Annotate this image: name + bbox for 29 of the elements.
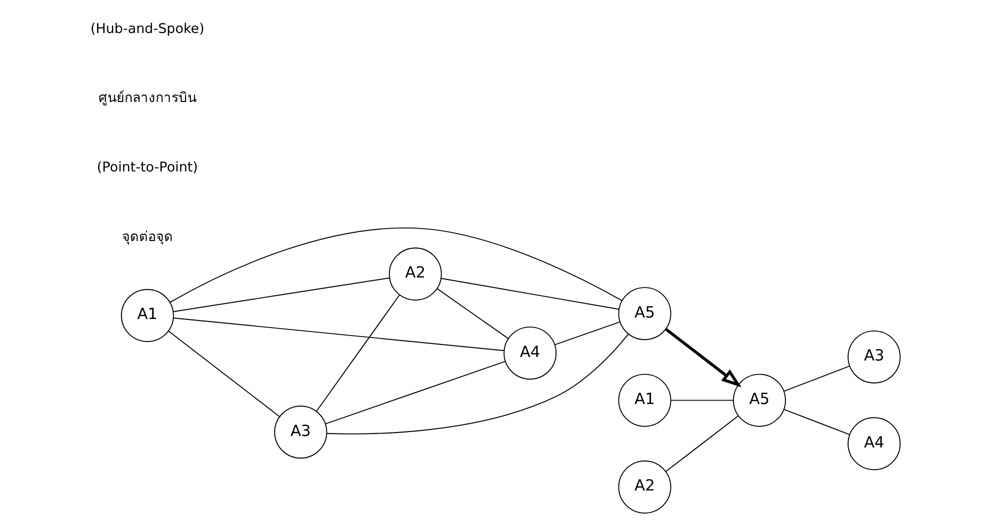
- arrow: [664, 328, 742, 388]
- node-circle: A5: [618, 287, 672, 340]
- connector: [172, 318, 504, 352]
- node-circle: A2: [388, 248, 442, 301]
- connector: [168, 330, 280, 418]
- label: (Hub-and-Spoke): [90, 20, 204, 37]
- node-circle: A3: [274, 406, 328, 459]
- node-circle: A4: [504, 326, 557, 380]
- connector: [784, 408, 850, 436]
- connector: [436, 288, 509, 339]
- label: จุดต่อจุด: [122, 229, 173, 246]
- node-circle: A1: [618, 374, 672, 427]
- connector: [440, 278, 620, 310]
- connector: [325, 360, 506, 424]
- connector: [172, 278, 390, 312]
- node-circle: A1: [120, 289, 174, 342]
- connector: [554, 321, 620, 346]
- label: (Point-to-Point): [96, 160, 198, 176]
- connector: [316, 294, 400, 412]
- connector: [784, 366, 850, 392]
- node-circle: A4: [848, 417, 901, 470]
- node-circle: A3: [848, 330, 901, 384]
- connector: [170, 228, 622, 303]
- node-circle: A2: [618, 460, 672, 514]
- connector: [670, 400, 734, 401]
- connector: [326, 334, 629, 434]
- label: ศูนย์กลางการบิน: [98, 90, 196, 106]
- node-circle: A5: [732, 374, 786, 427]
- connector: [665, 416, 739, 472]
